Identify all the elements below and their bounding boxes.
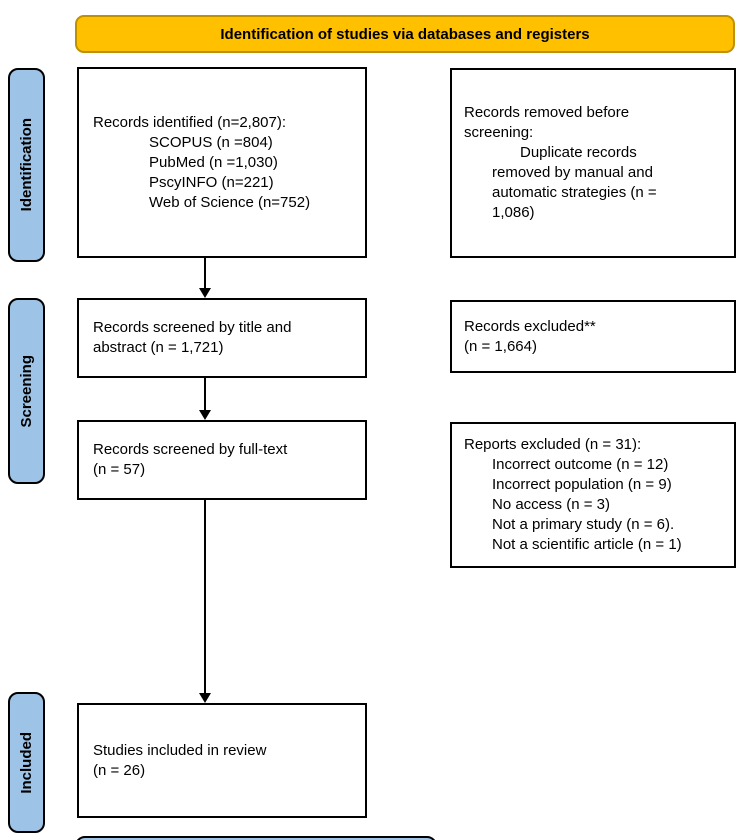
box-reports-excluded: Reports excluded (n = 31): Incorrect outc… [450,422,736,568]
box-studies-included: Studies included in review (n = 26) [77,703,367,818]
text-line: Web of Science (n=752) [149,193,311,211]
flow-arrow-screened-to-fulltext [199,378,211,420]
stage-label-identification-text: Identification [18,118,35,212]
text-line: PscyINFO (n=221) [149,173,274,191]
text-line: Studies included in review [93,741,267,759]
header-banner: Identification of studies via databases … [75,15,735,53]
text-line: screening: [464,124,534,141]
stage-label-included: Included [8,692,45,833]
text-line: abstract (n = 1,721) [93,339,224,356]
text-line: Reports excluded (n = 31): [464,436,642,453]
text-line: (n = 26) [93,761,146,779]
box-records-identified: Records identified (n=2,807): SCOPUS (n =… [77,67,367,258]
text-line: Incorrect population (n = 9) [492,476,672,493]
stage-label-screening: Screening [8,298,45,484]
text-line: No access (n = 3) [492,496,610,513]
text-line: Records excluded** [464,317,596,335]
text-line: Records screened by title and [93,319,292,336]
stage-label-included-text: Included [18,731,35,794]
box-records-excluded: Records excluded** (n = 1,664) [450,300,736,373]
stage-label-screening-text: Screening [18,354,35,428]
flow-arrow-identified-to-screened [199,258,211,298]
box-records-screened-fulltext: Records screened by full-text (n = 57) [77,420,367,500]
box-records-removed-before-screening: Records removed before screening: Duplicat… [450,68,736,258]
flow-arrow-fulltext-to-included [199,500,211,703]
box-records-screened-title-abstract: Records screened by title and abstract (n… [77,298,367,378]
text-line: Records removed before [464,104,630,121]
text-line: Records identified (n=2,807): [93,113,287,131]
header-banner-label: Identification of studies via databases … [220,25,590,43]
text-line: removed by manual and [492,164,653,181]
text-line: 1,086) [492,204,535,221]
text-line: (n = 57) [93,461,146,478]
stage-label-identification: Identification [8,68,45,262]
text-line: (n = 1,664) [464,337,537,355]
text-line: Duplicate records [520,144,637,161]
bottom-partial-box [75,836,437,840]
text-line: automatic strategies (n = [492,184,657,201]
text-line: PubMed (n =1,030) [149,153,278,171]
text-line: Records screened by full-text [93,441,288,458]
text-line: Not a scientific article (n = 1) [492,536,682,553]
text-line: Incorrect outcome (n = 12) [492,456,669,473]
text-line: Not a primary study (n = 6). [492,516,675,533]
text-line: SCOPUS (n =804) [149,133,273,151]
